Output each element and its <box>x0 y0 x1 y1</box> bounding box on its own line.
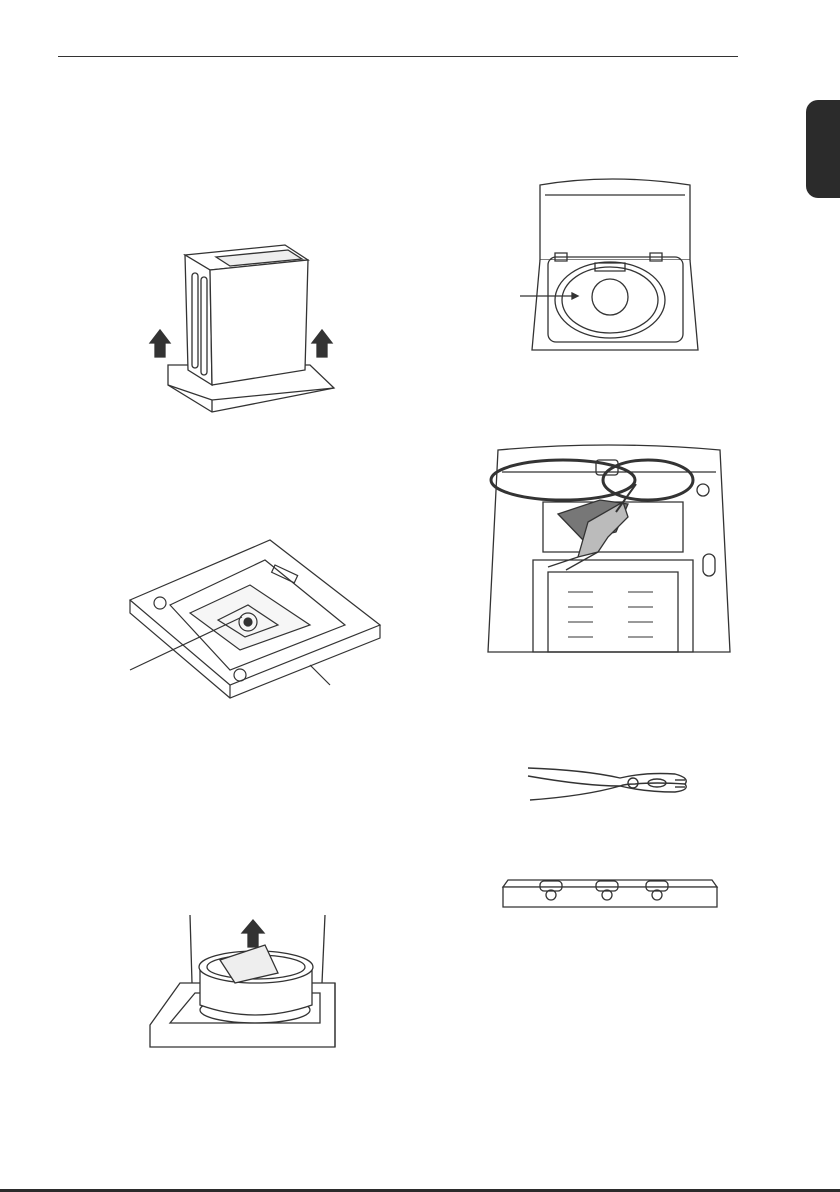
language-tab <box>806 100 840 198</box>
shipping-bracket-illustration <box>500 875 720 910</box>
rear-bracket-removal-illustration <box>488 442 730 652</box>
open-lid-drum-illustration <box>500 175 725 360</box>
packing-base-illustration <box>130 525 375 695</box>
tub-packing-removal-illustration <box>150 915 340 1047</box>
washer-lift-off-base-illustration <box>140 235 340 415</box>
lift-arrow-right-icon <box>312 330 332 357</box>
pliers-illustration <box>525 762 693 802</box>
callout-line-right <box>310 665 330 685</box>
header-rule <box>58 56 738 57</box>
lift-arrow-left-icon <box>150 330 170 357</box>
lift-arrow-icon <box>242 920 264 947</box>
